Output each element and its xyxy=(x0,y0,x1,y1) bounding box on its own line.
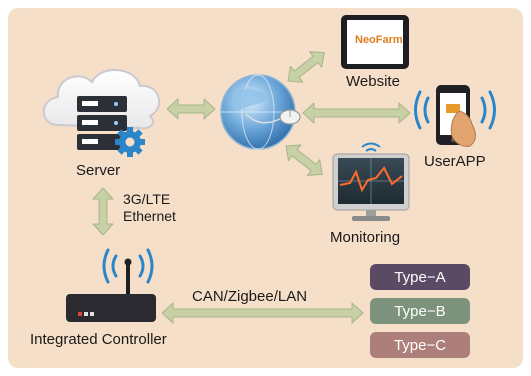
type-b-badge: Type−B xyxy=(370,298,470,324)
internet-globe-icon xyxy=(220,74,296,150)
link-label-ethernet: Ethernet xyxy=(123,208,176,224)
server-rack-icon xyxy=(77,96,127,150)
arrow-server-globe xyxy=(166,98,216,120)
gear-icon xyxy=(115,127,145,157)
arrow-controller-types xyxy=(161,302,364,324)
link-label-3g-lte: 3G/LTE xyxy=(123,191,171,207)
router-icon xyxy=(66,258,156,322)
website-logo-text: NeoFarm xyxy=(355,34,403,46)
arrow-globe-userapp xyxy=(302,102,411,124)
arrow-server-controller xyxy=(92,187,114,236)
antenna-signal-icon xyxy=(102,248,154,284)
controller-label: Integrated Controller xyxy=(30,331,167,348)
type-a-badge: Type−A xyxy=(370,264,470,290)
mouse-icon xyxy=(245,109,301,125)
monitoring-label: Monitoring xyxy=(330,229,401,246)
type-c-badge: Type−C xyxy=(370,332,470,358)
hand-icon xyxy=(450,111,476,147)
server-label: Server xyxy=(76,162,121,179)
wireless-signal-icon xyxy=(414,90,496,130)
userapp-label: UserAPP xyxy=(424,153,486,170)
arrow-globe-website xyxy=(287,51,325,83)
arrow-globe-monitoring xyxy=(285,144,323,176)
link-label-can-zigbee-lan: CAN/Zigbee/LAN xyxy=(192,288,308,305)
monitoring-screen-icon xyxy=(332,142,410,221)
website-tablet-icon xyxy=(341,15,409,69)
website-label: Website xyxy=(346,73,400,90)
